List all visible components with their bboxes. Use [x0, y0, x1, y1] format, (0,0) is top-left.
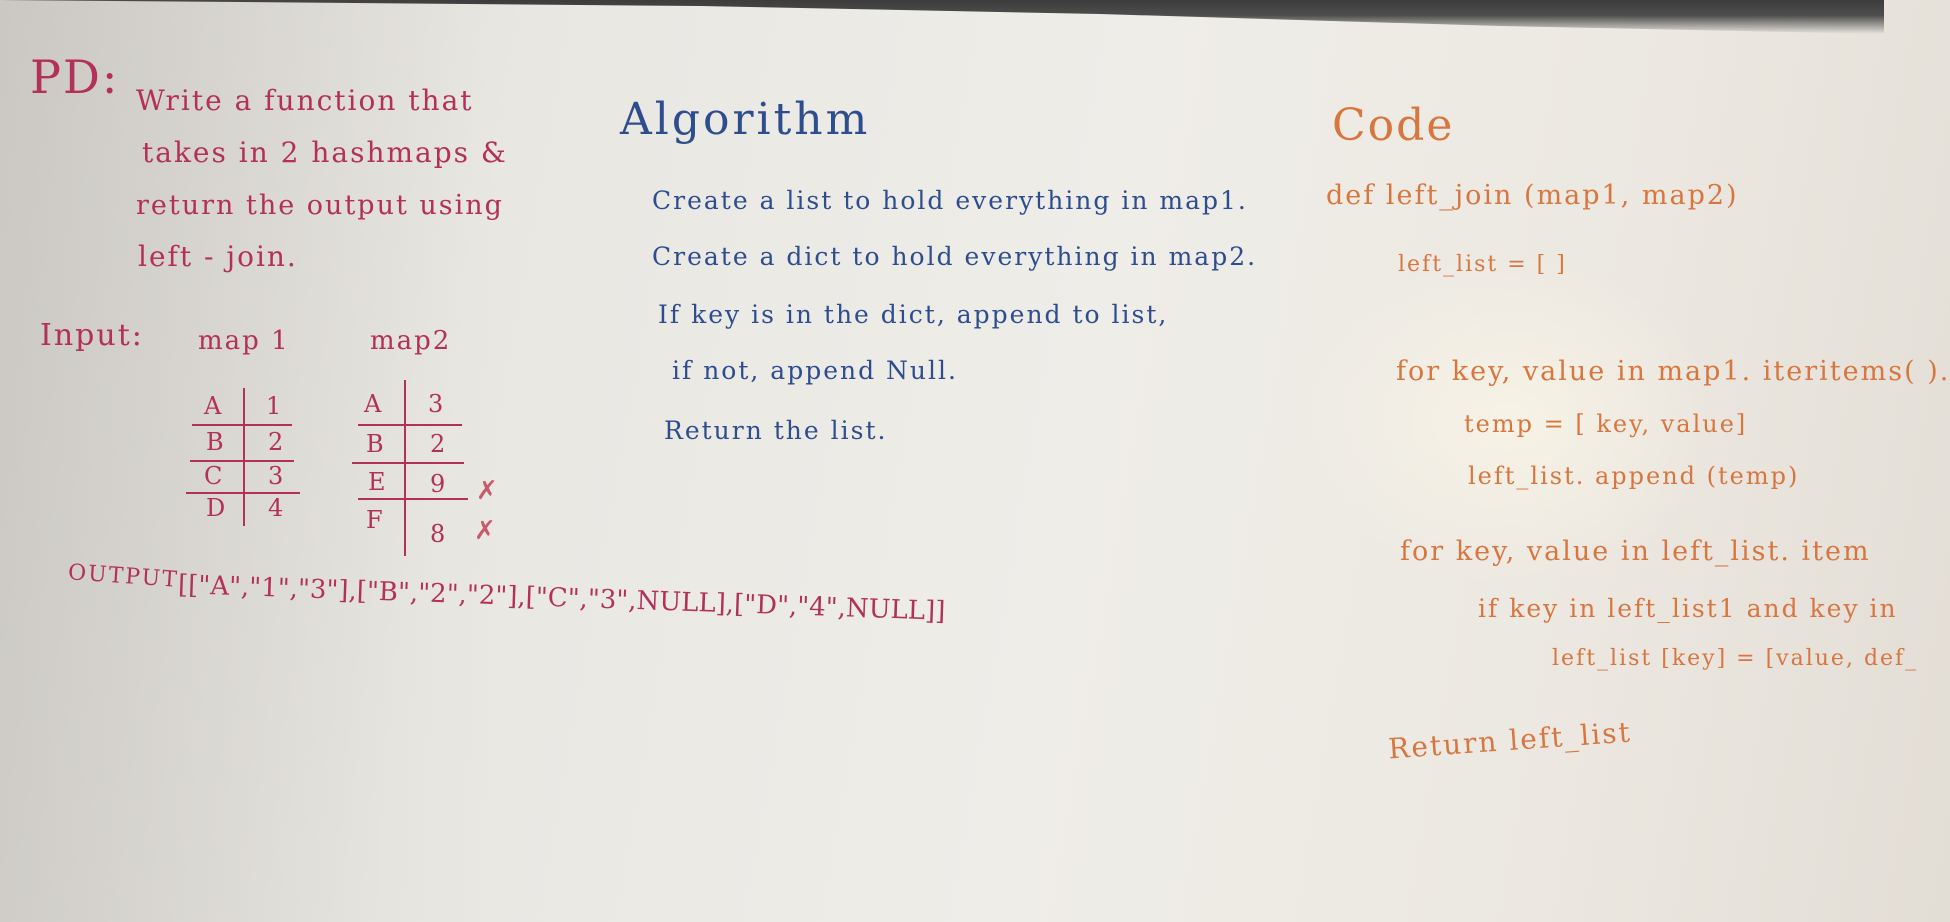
- code-title: Code: [1332, 100, 1455, 151]
- problem-line: left - join.: [138, 240, 298, 273]
- code-line: def left_join (map1, map2): [1326, 180, 1739, 211]
- table-divider: [192, 424, 292, 426]
- code-line: for key, value in left_list. item: [1400, 536, 1871, 567]
- table-divider: [243, 388, 245, 526]
- table-cell: B: [366, 430, 384, 458]
- table-cell: 4: [268, 494, 284, 522]
- light-glare: [1300, 250, 1720, 590]
- table-divider: [358, 498, 468, 500]
- code-line: left_list [key] = [value, def_: [1552, 646, 1919, 671]
- map1-table: A 1 B 2 C 3 D 4: [186, 388, 306, 528]
- table-divider: [358, 424, 462, 426]
- table-cell: 2: [268, 428, 284, 456]
- table-cell: A: [204, 392, 222, 420]
- table-cell: 8: [430, 520, 446, 548]
- table-cell: E: [368, 468, 386, 496]
- table-cell: 3: [428, 390, 444, 418]
- code-line: for key, value in map1. iteritems( ).: [1396, 356, 1950, 387]
- table-cell: 2: [430, 430, 446, 458]
- map2-title: map2: [370, 326, 452, 356]
- table-divider: [186, 492, 300, 494]
- table-cell: 9: [430, 470, 446, 498]
- algorithm-step: if not, append Null.: [672, 356, 958, 385]
- table-divider: [352, 462, 464, 464]
- code-line: left_list. append (temp): [1468, 462, 1800, 490]
- algorithm-step: Create a list to hold everything in map1…: [652, 186, 1248, 215]
- problem-line: Write a function that: [136, 84, 474, 117]
- problem-line: return the output using: [136, 190, 504, 221]
- code-line: left_list = [ ]: [1398, 252, 1567, 277]
- table-divider: [190, 460, 294, 462]
- algorithm-title: Algorithm: [620, 94, 871, 145]
- table-divider: [404, 380, 406, 556]
- problem-line: takes in 2 hashmaps &: [142, 136, 508, 169]
- table-cell: D: [206, 494, 226, 522]
- algorithm-step: Create a dict to hold everything in map2…: [652, 242, 1258, 271]
- table-cell: 3: [268, 462, 284, 490]
- map2-table: A 3 B 2 E 9 F 8: [352, 380, 482, 560]
- table-cell: F: [366, 506, 383, 534]
- problem-label: PD:: [30, 50, 120, 104]
- strike-mark: ✗: [474, 516, 496, 546]
- algorithm-step: If key is in the dict, append to list,: [658, 300, 1169, 329]
- table-cell: B: [206, 428, 224, 456]
- table-cell: A: [364, 390, 382, 418]
- input-label: Input:: [40, 318, 144, 353]
- strike-mark: ✗: [476, 476, 498, 506]
- code-line: temp = [ key, value]: [1464, 410, 1748, 438]
- algorithm-step: Return the list.: [664, 416, 888, 445]
- table-cell: 1: [266, 392, 282, 420]
- code-line: if key in left_list1 and key in: [1478, 594, 1898, 623]
- code-line: Return left_list: [1387, 715, 1633, 766]
- map1-title: map 1: [198, 326, 290, 356]
- table-cell: C: [204, 462, 223, 490]
